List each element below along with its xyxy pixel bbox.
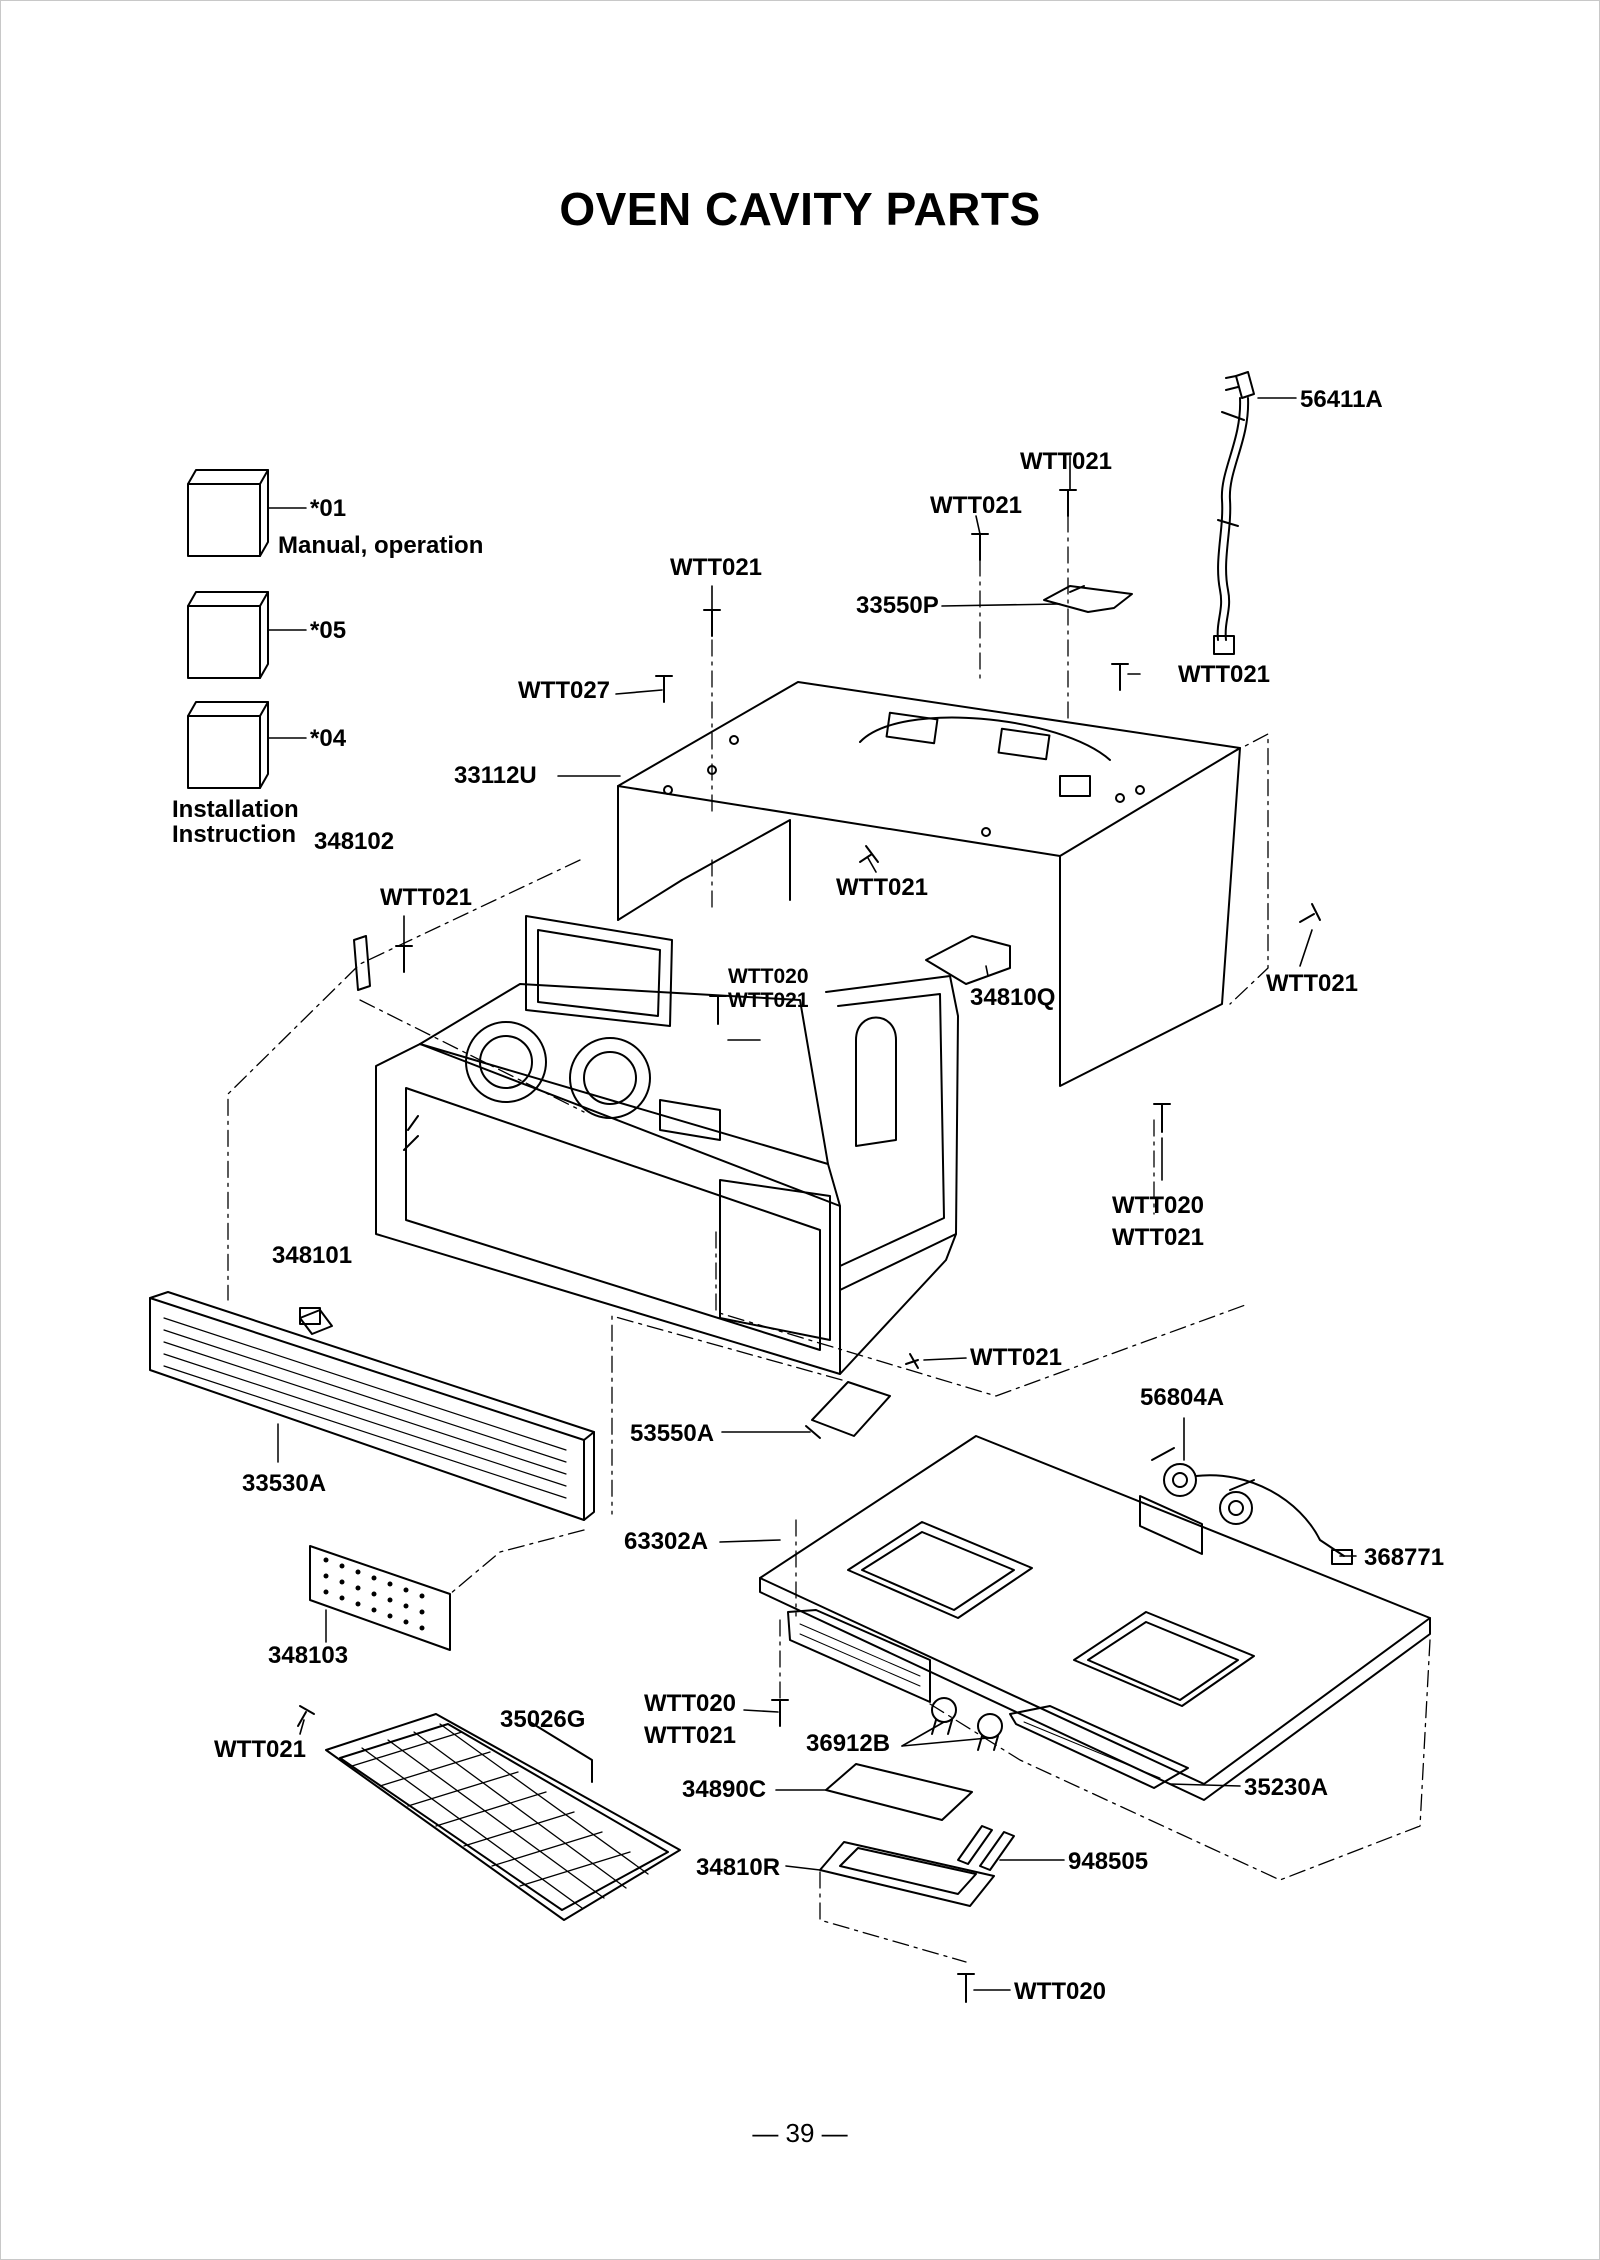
label-wtt021-top-left: WTT021 [670,554,763,581]
label-04: *04 [310,725,347,752]
label-wtt021-center: WTT021 [836,874,929,901]
front-grille [149,1291,595,1521]
label-instruction: Instruction [172,821,296,848]
grease-filters [787,1609,1189,1789]
label-34890C: 34890C [682,1776,767,1803]
page-number: — 39 — [752,2118,848,2148]
vent-plate [309,1545,451,1651]
bracket-33550P [1043,585,1133,613]
label-wtt021-far-right: WTT021 [1266,970,1359,997]
label-33112U: 33112U [454,762,537,789]
nut-348101 [299,1309,333,1335]
installation-box [187,701,307,789]
label-wtt021-rack: WTT021 [214,1736,307,1763]
label-348103: 348103 [268,1642,349,1669]
side-hook [353,935,371,991]
label-63302A: 63302A [624,1528,709,1555]
manual-box [187,469,307,557]
label-wtt021-top-right: WTT021 [1020,448,1113,475]
label-348101: 348101 [272,1242,353,1269]
label-wtt021-lower: WTT021 [970,1344,1063,1371]
label-36912B: 36912B [806,1730,891,1757]
booklet-05-box [187,591,307,679]
label-34810R: 34810R [696,1854,781,1881]
wire-rack [325,1713,681,1921]
label-53550A: 53550A [630,1420,715,1447]
label-948505: 948505 [1068,1848,1149,1875]
label-wtt021-side: WTT021 [1112,1224,1205,1251]
leader-lines [299,455,1357,1991]
label-wtt020-bottom: WTT020 [644,1690,737,1717]
label-wtt027: WTT027 [518,677,611,704]
screws [297,489,1321,2003]
label-33530A: 33530A [242,1470,327,1497]
bracket-53550A [805,1381,891,1439]
label-wtt021-right: WTT021 [1178,661,1271,688]
assembly-lines [227,515,1431,1963]
glass-rods [957,1825,1015,1871]
lamps [931,1697,1003,1751]
label-56411A: 56411A [1300,386,1383,413]
label-wtt021-left: WTT021 [380,884,473,911]
label-368771: 368771 [1364,1544,1445,1571]
label-348102: 348102 [314,828,395,855]
bracket-34810Q [925,935,1011,985]
oven-cavity [375,915,959,1375]
page-title: OVEN CAVITY PARTS [559,183,1041,235]
label-35026G: 35026G [500,1706,586,1733]
label-33550P: 33550P [856,592,939,619]
label-56804A: 56804A [1140,1384,1225,1411]
label-installation: Installation [172,796,299,823]
label-wtt021-bottom: WTT021 [644,1722,737,1749]
label-35230A: 35230A [1244,1774,1329,1801]
bottom-plate [759,1435,1431,1801]
power-cord [1213,371,1297,655]
lamp-cover [825,1763,973,1821]
label-05: *05 [310,617,347,644]
label-34810Q: 34810Q [970,984,1056,1011]
label-wtt020-side: WTT020 [1112,1192,1205,1219]
label-wtt021-cavity: WTT021 [728,989,809,1012]
label-manual-operation: Manual, operation [278,532,484,559]
label-wtt020-lowest: WTT020 [1014,1978,1107,2005]
lamp-holder [819,1841,995,1907]
label-wtt020-cavity: WTT020 [728,965,809,988]
label-01: *01 [310,495,347,522]
label-wtt021-top-mid: WTT021 [930,492,1023,519]
